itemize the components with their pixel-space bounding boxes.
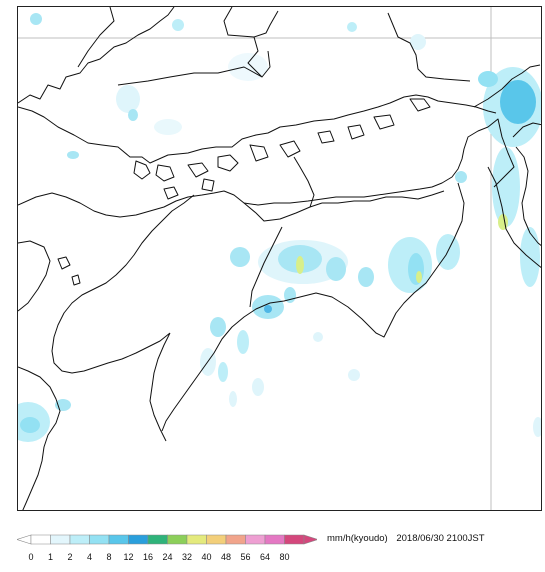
legend-colorbar [17, 534, 317, 545]
rain-cell [116, 85, 140, 113]
legend-tick-label: 32 [181, 552, 193, 562]
chugoku-boundary [77, 7, 471, 86]
legend-tick-label: 56 [240, 552, 251, 562]
rain-cell [410, 34, 426, 50]
legend-tick-label: 1 [47, 552, 54, 562]
rain-cell [408, 253, 424, 285]
legend-tick-label: 2 [67, 552, 73, 562]
rain-cell [237, 330, 249, 354]
coastline-layer [18, 7, 541, 510]
ehime-west-coast [51, 194, 195, 442]
rain-cell [210, 317, 226, 337]
legend-tick-label: 12 [123, 552, 134, 562]
legend-color-swatch [30, 534, 51, 545]
rain-cell [478, 71, 498, 87]
rain-cell [416, 271, 422, 283]
kinki-coastline [473, 64, 541, 188]
shikoku-north-coast [18, 126, 489, 218]
legend-tick-label: 0 [28, 552, 34, 562]
legend-color-swatch [69, 534, 90, 545]
rain-cell [252, 378, 264, 396]
rain-cell [228, 53, 268, 81]
rain-cell [55, 399, 71, 411]
rain-cell [128, 109, 138, 121]
legend-color-swatch [245, 534, 266, 545]
shikoku-south-coast [161, 166, 541, 432]
legend-unit: mm/h(kyoudo) [327, 533, 388, 544]
rain-cell [296, 256, 304, 274]
legend-color-swatch [147, 534, 168, 545]
legend-tick-label: 64 [259, 552, 271, 562]
rain-cell [30, 13, 42, 25]
rain-cell [358, 267, 374, 287]
legend-color-swatch [167, 534, 188, 545]
map-canvas[interactable] [18, 7, 542, 511]
kyushu-islands [57, 256, 81, 286]
legend-tick-label: 4 [86, 552, 93, 562]
legend-arrow-high [303, 534, 317, 545]
legend-tick-label: 80 [279, 552, 290, 562]
rain-cell [533, 417, 541, 437]
legend-tick-label: 24 [162, 552, 173, 562]
legend-tick-label: 8 [106, 552, 112, 562]
rain-cell [455, 171, 467, 183]
map-timestamp: 2018/06/30 2100JST [396, 533, 485, 544]
chugoku-coastline [18, 7, 175, 104]
legend-tick-label: 40 [201, 552, 212, 562]
kyushu-east-coast [18, 240, 61, 510]
map-frame[interactable] [17, 6, 542, 511]
kii-coastline [515, 146, 541, 247]
legend-caption: mm/h(kyoudo) 2018/06/30 2100JST [327, 533, 485, 544]
legend-color-swatch [108, 534, 129, 545]
legend-color-swatch [284, 534, 305, 545]
rain-cell [264, 305, 272, 313]
rain-cell [230, 247, 250, 267]
rain-cell [348, 369, 360, 381]
rain-cell [520, 227, 540, 287]
rain-cell [229, 391, 237, 407]
legend-tick-label: 16 [142, 552, 154, 562]
inland-sea-islands [133, 98, 431, 200]
rain-cell [218, 362, 228, 382]
legend-color-swatch [264, 534, 285, 545]
inland-sea-north-shore [18, 94, 497, 164]
rain-cell [20, 417, 40, 433]
legend-tick-label: 48 [220, 552, 232, 562]
rain-cell [313, 332, 323, 342]
rain-cell [347, 22, 357, 32]
precipitation-layer [18, 13, 541, 442]
legend-color-swatch [128, 534, 149, 545]
legend-color-swatch [206, 534, 227, 545]
legend-color-swatch [186, 534, 207, 545]
legend-color-swatch [89, 534, 110, 545]
legend-color-swatch [50, 534, 71, 545]
rain-cell [154, 119, 182, 135]
rain-cell [67, 151, 79, 159]
rain-cell [326, 257, 346, 281]
rain-cell [500, 80, 536, 124]
rain-cell [498, 214, 508, 230]
rain-cell [172, 19, 184, 31]
rain-cell [492, 147, 520, 227]
legend-arrow-low [17, 534, 32, 545]
shikoku-prefecture-borders [243, 156, 445, 308]
legend-color-swatch [225, 534, 246, 545]
